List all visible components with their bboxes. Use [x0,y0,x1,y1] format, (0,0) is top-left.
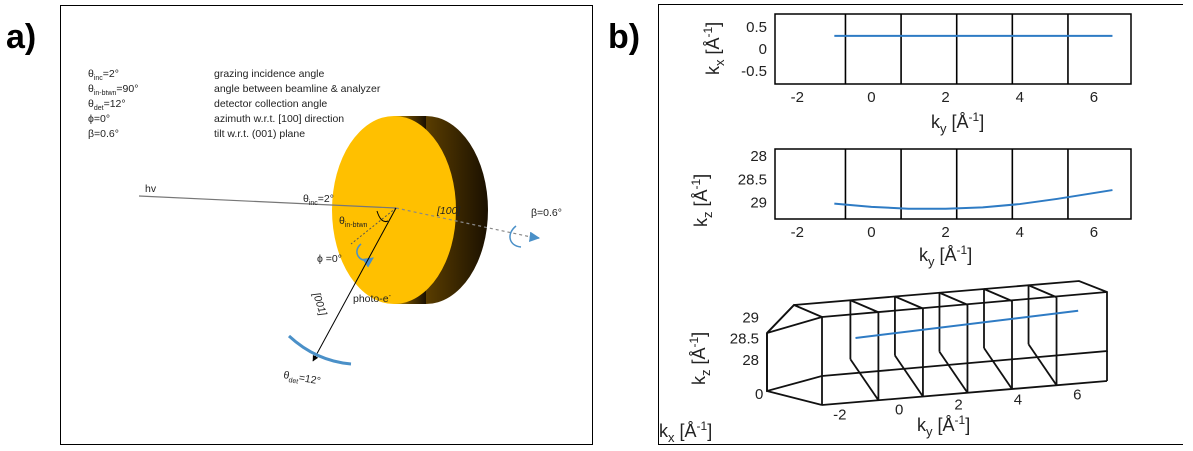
x-tick-label: 0 [867,89,875,106]
x-tick-label: -2 [791,89,804,106]
ky-tick-label: -2 [833,407,846,424]
angle-arc [376,210,389,222]
x-tick-label: 6 [1090,224,1098,241]
x-axis-label: ky [Å-1] [931,110,984,136]
theta-btwn-label: θin-btwn [339,215,368,229]
vertical-grid-lines [844,149,1069,219]
series-line [855,309,1079,339]
cell-line [894,295,924,310]
legend-row: β=0.6° tilt w.r.t. (001) plane [88,128,305,140]
ky-tick-label: 2 [954,397,962,414]
z-tick-label: 28 [742,352,759,369]
y-tick-labels: -0.5 0 0.5 [741,19,767,80]
axis-100-line [395,207,532,238]
svg-text:angle between beamline & analy: angle between beamline & analyzer [214,83,381,95]
detector-arc [287,334,352,366]
legend: θinc=2° grazing incidence angle θin-btwn… [88,68,381,140]
cell-line [1027,343,1058,386]
z-tick-label: 29 [742,310,759,327]
svg-text:detector collection angle: detector collection angle [214,98,327,110]
y-tick-label: 29 [750,195,767,212]
y-tick-labels: -2 0 2 4 6 [833,387,1081,424]
panel-b-letter: b) [608,18,641,56]
y-tick-label: 0 [759,41,767,58]
svg-text:azimuth w.r.t. [100] direction: azimuth w.r.t. [100] direction [214,113,344,125]
x-tick-label: -2 [791,224,804,241]
cell-line [850,299,879,314]
cell-line [983,288,1013,302]
x-axis-label: ky [Å-1] [919,243,972,269]
svg-text:tilt w.r.t. (001) plane: tilt w.r.t. (001) plane [214,128,305,140]
panel-b-plots: -0.5 0 0.5 -2 0 2 4 6 kx [Å-1] ky [Å-1] 29 28.5… [658,4,1183,445]
svg-text:θdet=12°: θdet=12° [88,98,126,112]
dir-001-label: [001] [310,290,329,318]
beta-rotation-icon [509,225,541,248]
theta-inc-label: θinc=2° [303,193,334,207]
panel-a-schematic: θinc=2° grazing incidence angle θin-btwn… [60,5,593,445]
z-axis-label: kx [Å-1] [659,419,712,445]
sample-disk [332,116,488,304]
svg-text:θinc=2°: θinc=2° [88,68,119,82]
x-tick-labels: -2 0 2 4 6 [791,224,1099,241]
cell-line [983,347,1013,390]
kspace-plots: -0.5 0 0.5 -2 0 2 4 6 kx [Å-1] ky [Å-1] 29 28.5… [659,13,1132,445]
legend-row: ϕ=0° azimuth w.r.t. [100] direction [88,113,344,125]
z-tick-labels: 29 28.5 28 [730,310,759,369]
svg-text:grazing incidence angle: grazing incidence angle [214,68,324,80]
theta-det-label: θdet=12° [282,369,321,389]
y-axis-label: kz [Å-1] [687,332,713,385]
plot-kz-vs-ky: 29 28.5 28 -2 0 2 4 6 kz [Å-1] ky [Å-1] [689,148,1132,269]
phi-label: ϕ =0° [317,253,342,265]
x-tick-label: 4 [1016,89,1024,106]
y-tick-label: 28.5 [738,171,767,188]
legend-row: θinc=2° grazing incidence angle [88,68,324,82]
dir-100-label: [100] [436,205,461,217]
ky-tick-label: 0 [895,402,903,419]
3d-cell-lines [849,284,1058,401]
panel-a-letter: a) [6,18,37,56]
x-tick-label: 0 [867,224,875,241]
y-tick-label: -0.5 [741,63,767,80]
incident-beam-line [138,195,397,209]
series-line [834,189,1113,210]
cell-line [894,354,924,398]
y-axis-label: kx [Å-1] [701,22,727,75]
cell-line [939,291,968,306]
y-tick-label: 0.5 [746,19,767,36]
cell-line [849,358,880,401]
y-axis-label: kz [Å-1] [689,174,715,227]
x-tick-label: 6 [1090,89,1098,106]
legend-row: θin-btwn=90° angle between beamline & an… [88,83,381,97]
photoelectron-line [312,207,397,362]
svg-text:β=0.6°: β=0.6° [88,128,119,140]
svg-text:θin-btwn=90°: θin-btwn=90° [88,83,138,97]
ky-tick-label: 6 [1073,387,1081,404]
cell-line [1028,284,1057,299]
x-tick-label: 2 [941,224,949,241]
legend-row: θdet=12° detector collection angle [88,98,327,112]
phi-rotation-icon [356,243,374,268]
y-tick-labels: 29 28.5 28 [738,148,767,212]
ky-tick-label: 4 [1014,392,1022,409]
hv-label: hv [145,183,157,195]
vertical-grid-lines [844,14,1069,84]
x-tick-label: 4 [1016,224,1024,241]
beta-label: β=0.6° [531,207,562,219]
plot-3d-kspace: 29 28.5 28 -2 0 2 4 6 0 kz [Å-1] ky [Å-1] kx [… [659,280,1108,445]
x-tick-labels: -2 0 2 4 6 [791,89,1099,106]
kx-tick-0: 0 [755,386,763,403]
cell-line [938,351,969,394]
svg-text:ϕ=0°: ϕ=0° [88,113,110,125]
z-tick-label: 28.5 [730,331,759,348]
axis-001-line [350,207,397,245]
x-axis-label: ky [Å-1] [917,413,970,439]
photoelectron-label: photo-e- [353,293,392,305]
geometry-diagram: θinc=2° grazing incidence angle θin-btwn… [88,68,562,389]
y-tick-label: 28 [750,148,767,165]
plot-kx-vs-ky: -0.5 0 0.5 -2 0 2 4 6 kx [Å-1] ky [Å-1] [701,13,1132,136]
x-tick-label: 2 [941,89,949,106]
